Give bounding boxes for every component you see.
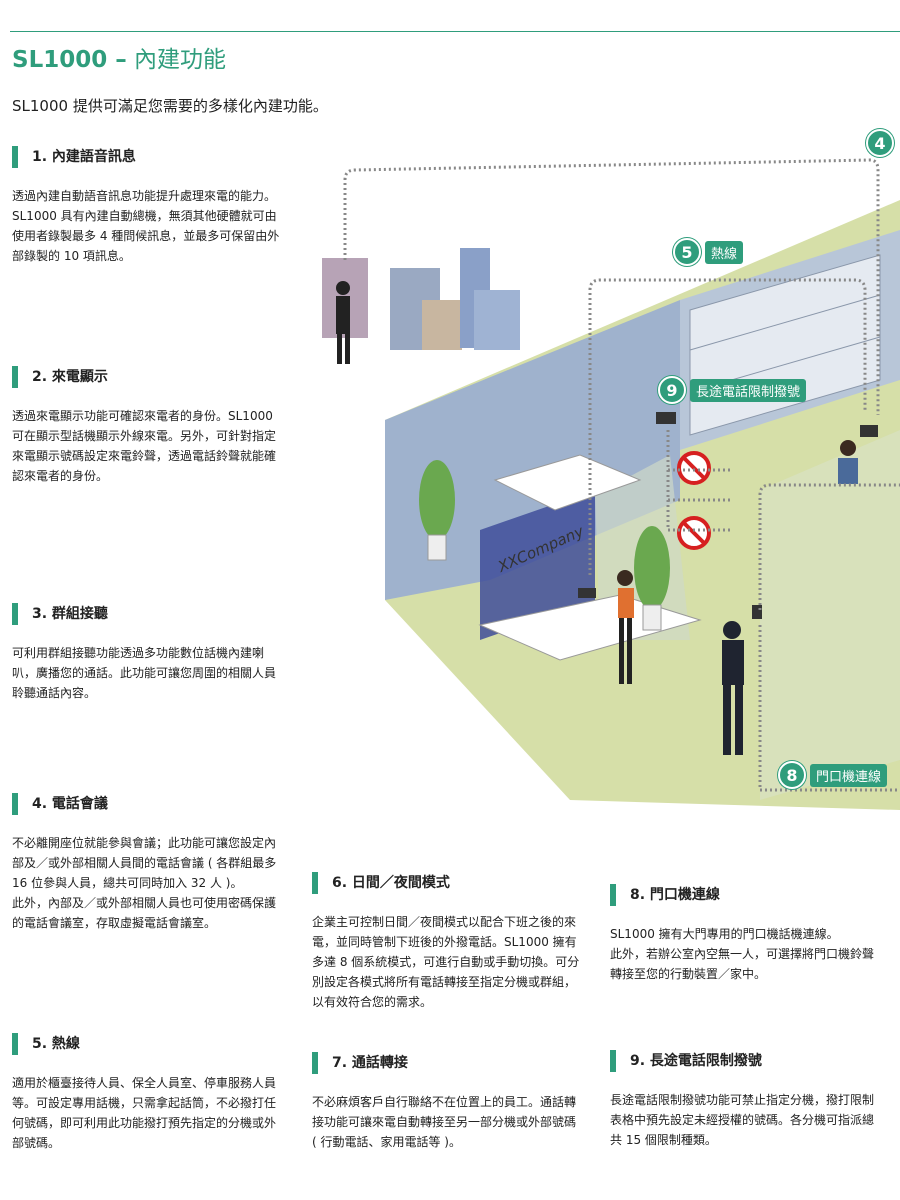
badge-number: 5 [673,238,701,266]
section-body-2: 此外，若辦公室內空無一人，可選擇將門口機鈴聲轉接至您的行動裝置／家中。 [610,947,875,981]
section-body: 不必麻煩客戶自行聯絡不在位置上的員工。通話轉接功能可讓來電自動轉接至另一部分機或… [312,1095,577,1149]
reception-phone-icon [578,588,596,598]
badge-label: 熱線 [705,240,744,264]
section-body: 透過來電顯示功能可確認來電者的身份。SL1000 可在顯示型話機顯示外線來電。另… [12,409,277,483]
section-body: 透過內建自動語音訊息功能提升處理來電的能力。 SL1000 具有內建自動總機，無… [12,189,280,263]
section-body-2: 此外，內部及／或外部相關人員也可使用密碼保護的電話會議室，存取虛擬電話會議室。 [12,896,277,930]
no-call-icon [677,451,711,485]
badge-9-toll: 9 長途電話限制撥號 [658,376,807,404]
section-body: 不必離開座位就能參與會議；此功能可讓您設定內部及／或外部相關人員間的電話會議 (… [12,836,277,890]
badge-number: 4 [866,129,894,157]
plant-right [634,526,670,631]
section-title: 2. 來電顯示 [12,366,287,388]
section-title: 4. 電話會議 [12,793,287,815]
badge-number: 9 [658,376,686,404]
partition-blue [480,490,595,640]
badge-label: 長途電話限制撥號 [690,378,807,402]
section-body: 可利用群組接聽功能透過多功能數位話機內建喇叭，廣播您的通話。此功能可讓您周圍的相… [12,646,277,700]
section-body: SL1000 擁有大門專用的門口機話機連線。 [610,927,839,941]
section-body: 企業主可控制日間／夜間模式以配合下班之後的來電，並同時管制下班後的外撥電話。SL… [312,915,580,1009]
badge-5-hotline: 5 熱線 [673,238,744,266]
connection-lines [343,158,900,792]
section-body: 長途電話限制撥號功能可禁止指定分機，撥打限制表格中預先設定未經授權的號碼。各分機… [610,1093,875,1147]
office-illustration [322,158,900,810]
section-caller-id: 2. 來電顯示 透過來電顯示功能可確認來電者的身份。SL1000 可在顯示型話機… [12,366,287,486]
page-title: SL1000 – 內建功能 [12,40,226,74]
header-rule [10,31,900,32]
section-group-listen: 3. 群組接聽 可利用群組接聽功能透過多功能數位話機內建喇叭，廣播您的通話。此功… [12,603,287,703]
city-buildings [322,248,520,350]
section-body: 適用於櫃臺接待人員、保全人員室、停車服務人員等。可設定專用話機，只需拿起話筒，不… [12,1076,277,1150]
section-title: 8. 門口機連線 [610,884,880,906]
title-text: 內建功能 [126,47,227,73]
section-conference: 4. 電話會議 不必離開座位就能參與會議；此功能可讓您設定內部及／或外部相關人員… [12,793,287,933]
title-model: SL1000 – [12,47,127,73]
receptionist-figure [617,570,634,684]
section-title: 7. 通話轉接 [312,1052,582,1074]
door-phone-icon [752,605,762,619]
badge-label: 門口機連線 [810,763,888,787]
section-toll-restriction: 9. 長途電話限制撥號 長途電話限制撥號功能可禁止指定分機，撥打限制表格中預先設… [610,1050,880,1150]
section-hotline: 5. 熱線 適用於櫃臺接待人員、保全人員室、停車服務人員等。可設定專用話機，只需… [12,1033,287,1153]
badge-8-door: 8 門口機連線 [778,761,888,789]
section-title: 1. 內建語音訊息 [12,146,287,168]
section-title: 9. 長途電話限制撥號 [610,1050,880,1072]
badge-number: 8 [778,761,806,789]
desk-back [493,454,642,511]
no-call-icon [677,516,711,550]
section-title: 5. 熱線 [12,1033,287,1055]
section-day-night: 6. 日間／夜間模式 企業主可控制日間／夜間模式以配合下班之後的來電，並同時管制… [312,872,582,1012]
plant-left [419,460,455,561]
operator-phone-icon [860,425,878,437]
section-title: 3. 群組接聽 [12,603,287,625]
section-voice-mail: 1. 內建語音訊息 透過內建自動語音訊息功能提升處理來電的能力。 SL1000 … [12,146,287,266]
guard-figure [336,281,350,364]
section-door-phone: 8. 門口機連線 SL1000 擁有大門專用的門口機話機連線。 此外，若辦公室內… [610,884,880,984]
section-title: 6. 日間／夜間模式 [312,872,582,894]
glass-room [760,430,900,800]
badge-4: 4 [866,129,894,157]
toll-phone-icon [656,412,676,424]
section-call-forward: 7. 通話轉接 不必麻煩客戶自行聯絡不在位置上的員工。通話轉接功能可讓來電自動轉… [312,1052,582,1152]
operator-figure [838,440,858,484]
page-subtitle: SL1000 提供可滿足您需要的多樣化內建功能。 [12,97,328,115]
visitor-figure [722,621,744,755]
